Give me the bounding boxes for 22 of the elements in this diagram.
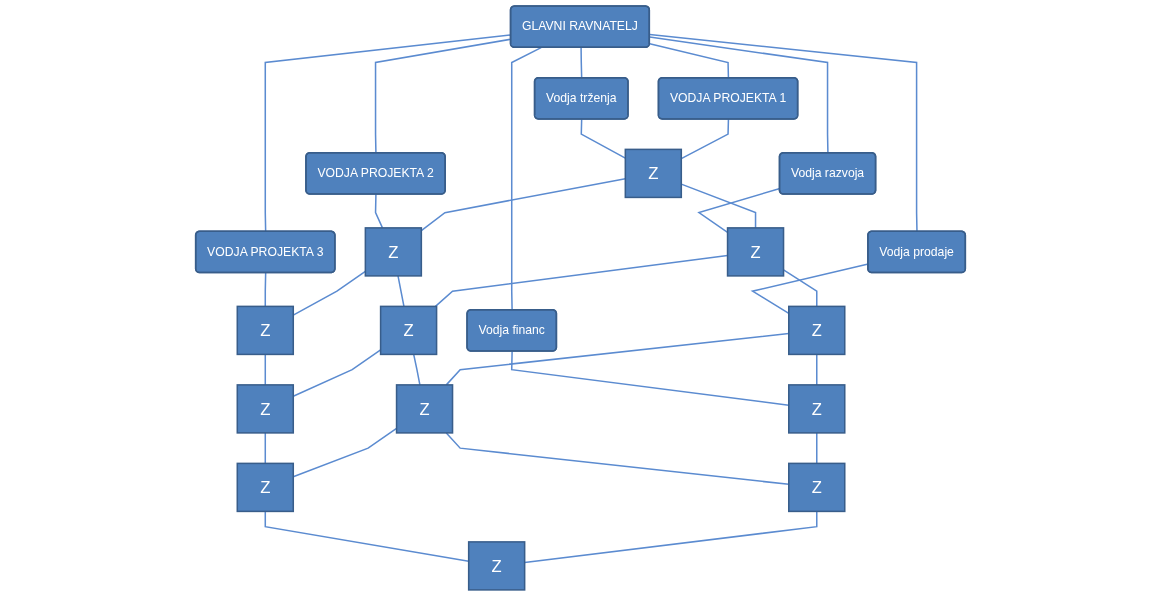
node-box: Z [467, 541, 526, 591]
node-box: Z [726, 227, 785, 277]
connector [374, 193, 384, 229]
connector [264, 353, 267, 386]
connector [816, 432, 818, 465]
connector [412, 353, 421, 386]
node-box: Z [379, 305, 438, 356]
node-box: Z [788, 384, 846, 434]
node-box: Z [395, 384, 454, 434]
connector [264, 432, 267, 465]
node-box: Z [788, 462, 846, 513]
node-box: Z [624, 148, 683, 199]
connector [580, 46, 583, 79]
connector [510, 46, 542, 311]
node-box: Z [364, 227, 423, 277]
node-box: Z [236, 305, 295, 356]
connector [397, 275, 405, 308]
node-box: Z [236, 462, 295, 513]
connector [816, 353, 818, 386]
connector [264, 272, 267, 308]
node-box: Z [788, 305, 846, 356]
node-box: Z [236, 384, 295, 434]
